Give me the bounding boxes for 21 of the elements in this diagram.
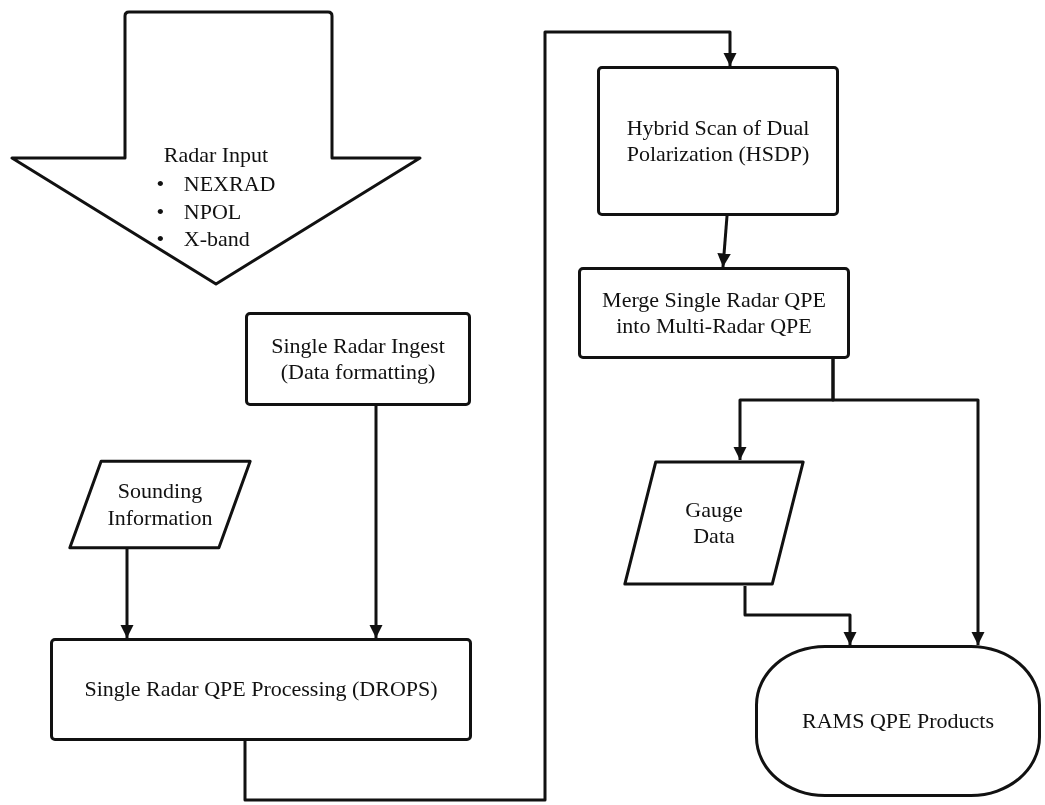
process-box: [50, 638, 472, 741]
node-label: Radar Input: [162, 142, 270, 169]
process-box: [245, 312, 471, 406]
node-label: Single Radar QPE Processing (DROPS): [83, 676, 439, 703]
arrow: [120, 549, 134, 638]
arrow: [243, 30, 737, 802]
node-label: Single Radar Ingest (Data formatting): [270, 332, 446, 386]
list-item: • NEXRAD: [156, 170, 276, 198]
arrow: [831, 359, 985, 645]
process-box: [578, 267, 850, 359]
list-item: • NPOL: [156, 197, 242, 226]
node-label: Sounding Information: [106, 478, 214, 531]
node-label: Hybrid Scan of Dual Polarization (HSDP): [625, 114, 811, 168]
arrow: [743, 586, 857, 645]
node-label: RAMS QPE Products: [801, 707, 995, 735]
process-box: [597, 66, 839, 216]
arrow: [369, 406, 383, 638]
arrow: [717, 215, 731, 268]
list-item: • X-band: [156, 225, 250, 253]
node-label: Gauge Data: [684, 496, 744, 550]
node-label: Merge Single Radar QPE into Multi-Radar QPE: [601, 286, 827, 340]
